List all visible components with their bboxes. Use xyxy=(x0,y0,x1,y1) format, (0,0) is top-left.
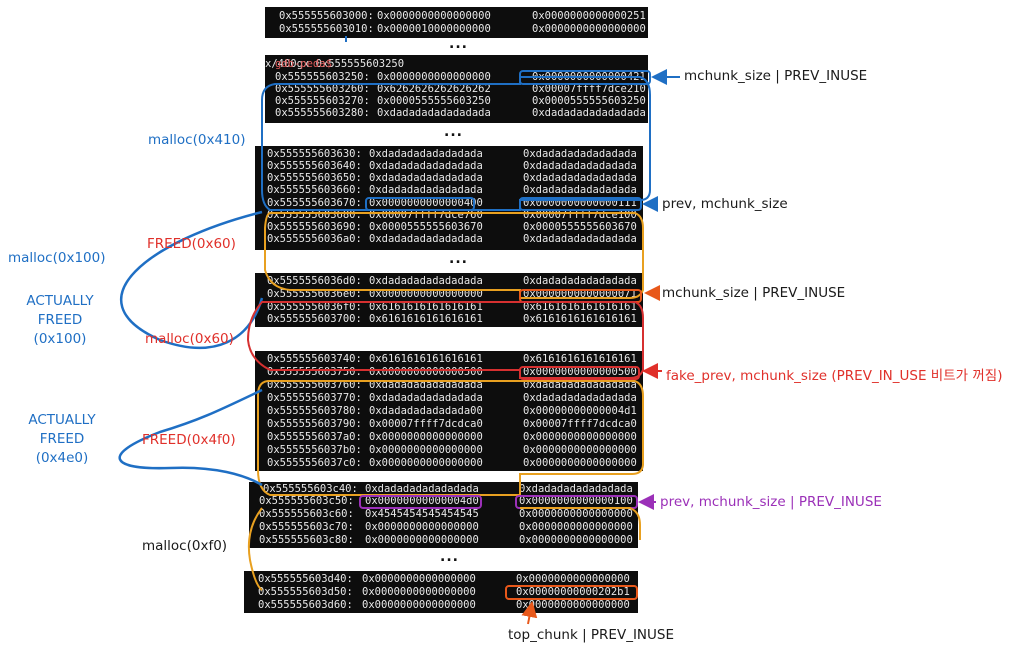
label-fake-prev: fake_prev, mchunk_size (PREV_IN_USE 비트가 … xyxy=(666,368,1003,384)
ellipsis: ... xyxy=(449,251,468,267)
ellipsis: ... xyxy=(440,549,459,565)
label-malloc-0xf0: malloc(0xf0) xyxy=(142,538,228,554)
label-top-chunk: top_chunk | PREV_INUSE xyxy=(508,627,675,643)
label-prev-mchunk-size: prev, mchunk_size xyxy=(662,196,788,212)
label-actually-freed-0x100: ACTUALLY FREED (0x100) xyxy=(26,293,94,347)
ellipsis: ... xyxy=(444,124,463,140)
label-malloc-0x410: malloc(0x410) xyxy=(148,132,246,148)
label-malloc-0x100: malloc(0x100) xyxy=(8,250,106,266)
label-actually-freed-0x4e0: ACTUALLY FREED (0x4e0) xyxy=(28,412,96,466)
label-prev-mchunk-size-prev-inuse: prev, mchunk_size | PREV_INUSE xyxy=(660,494,882,510)
curve-actually-freed-0x100 xyxy=(120,210,264,350)
label-freed-0x60: FREED(0x60) xyxy=(147,236,236,252)
label-mchunk-size-prev-inuse-2: mchunk_size | PREV_INUSE xyxy=(662,285,846,301)
gdb-command-line: gdb-peda$x/400gx 0x555555603250 xyxy=(265,58,404,70)
gdb-command: x/400gx 0x555555603250 xyxy=(265,58,405,70)
ellipsis: ... xyxy=(449,36,468,52)
label-malloc-0x60: malloc(0x60) xyxy=(145,331,234,347)
memory-block-2: gdb-peda$x/400gx 0x555555603250 0x555555… xyxy=(265,55,648,123)
label-mchunk-size-prev-inuse: mchunk_size | PREV_INUSE xyxy=(684,68,868,84)
gdb-prompt: gdb-peda$ xyxy=(275,58,332,70)
label-freed-0x4f0: FREED(0x4f0) xyxy=(142,432,236,448)
